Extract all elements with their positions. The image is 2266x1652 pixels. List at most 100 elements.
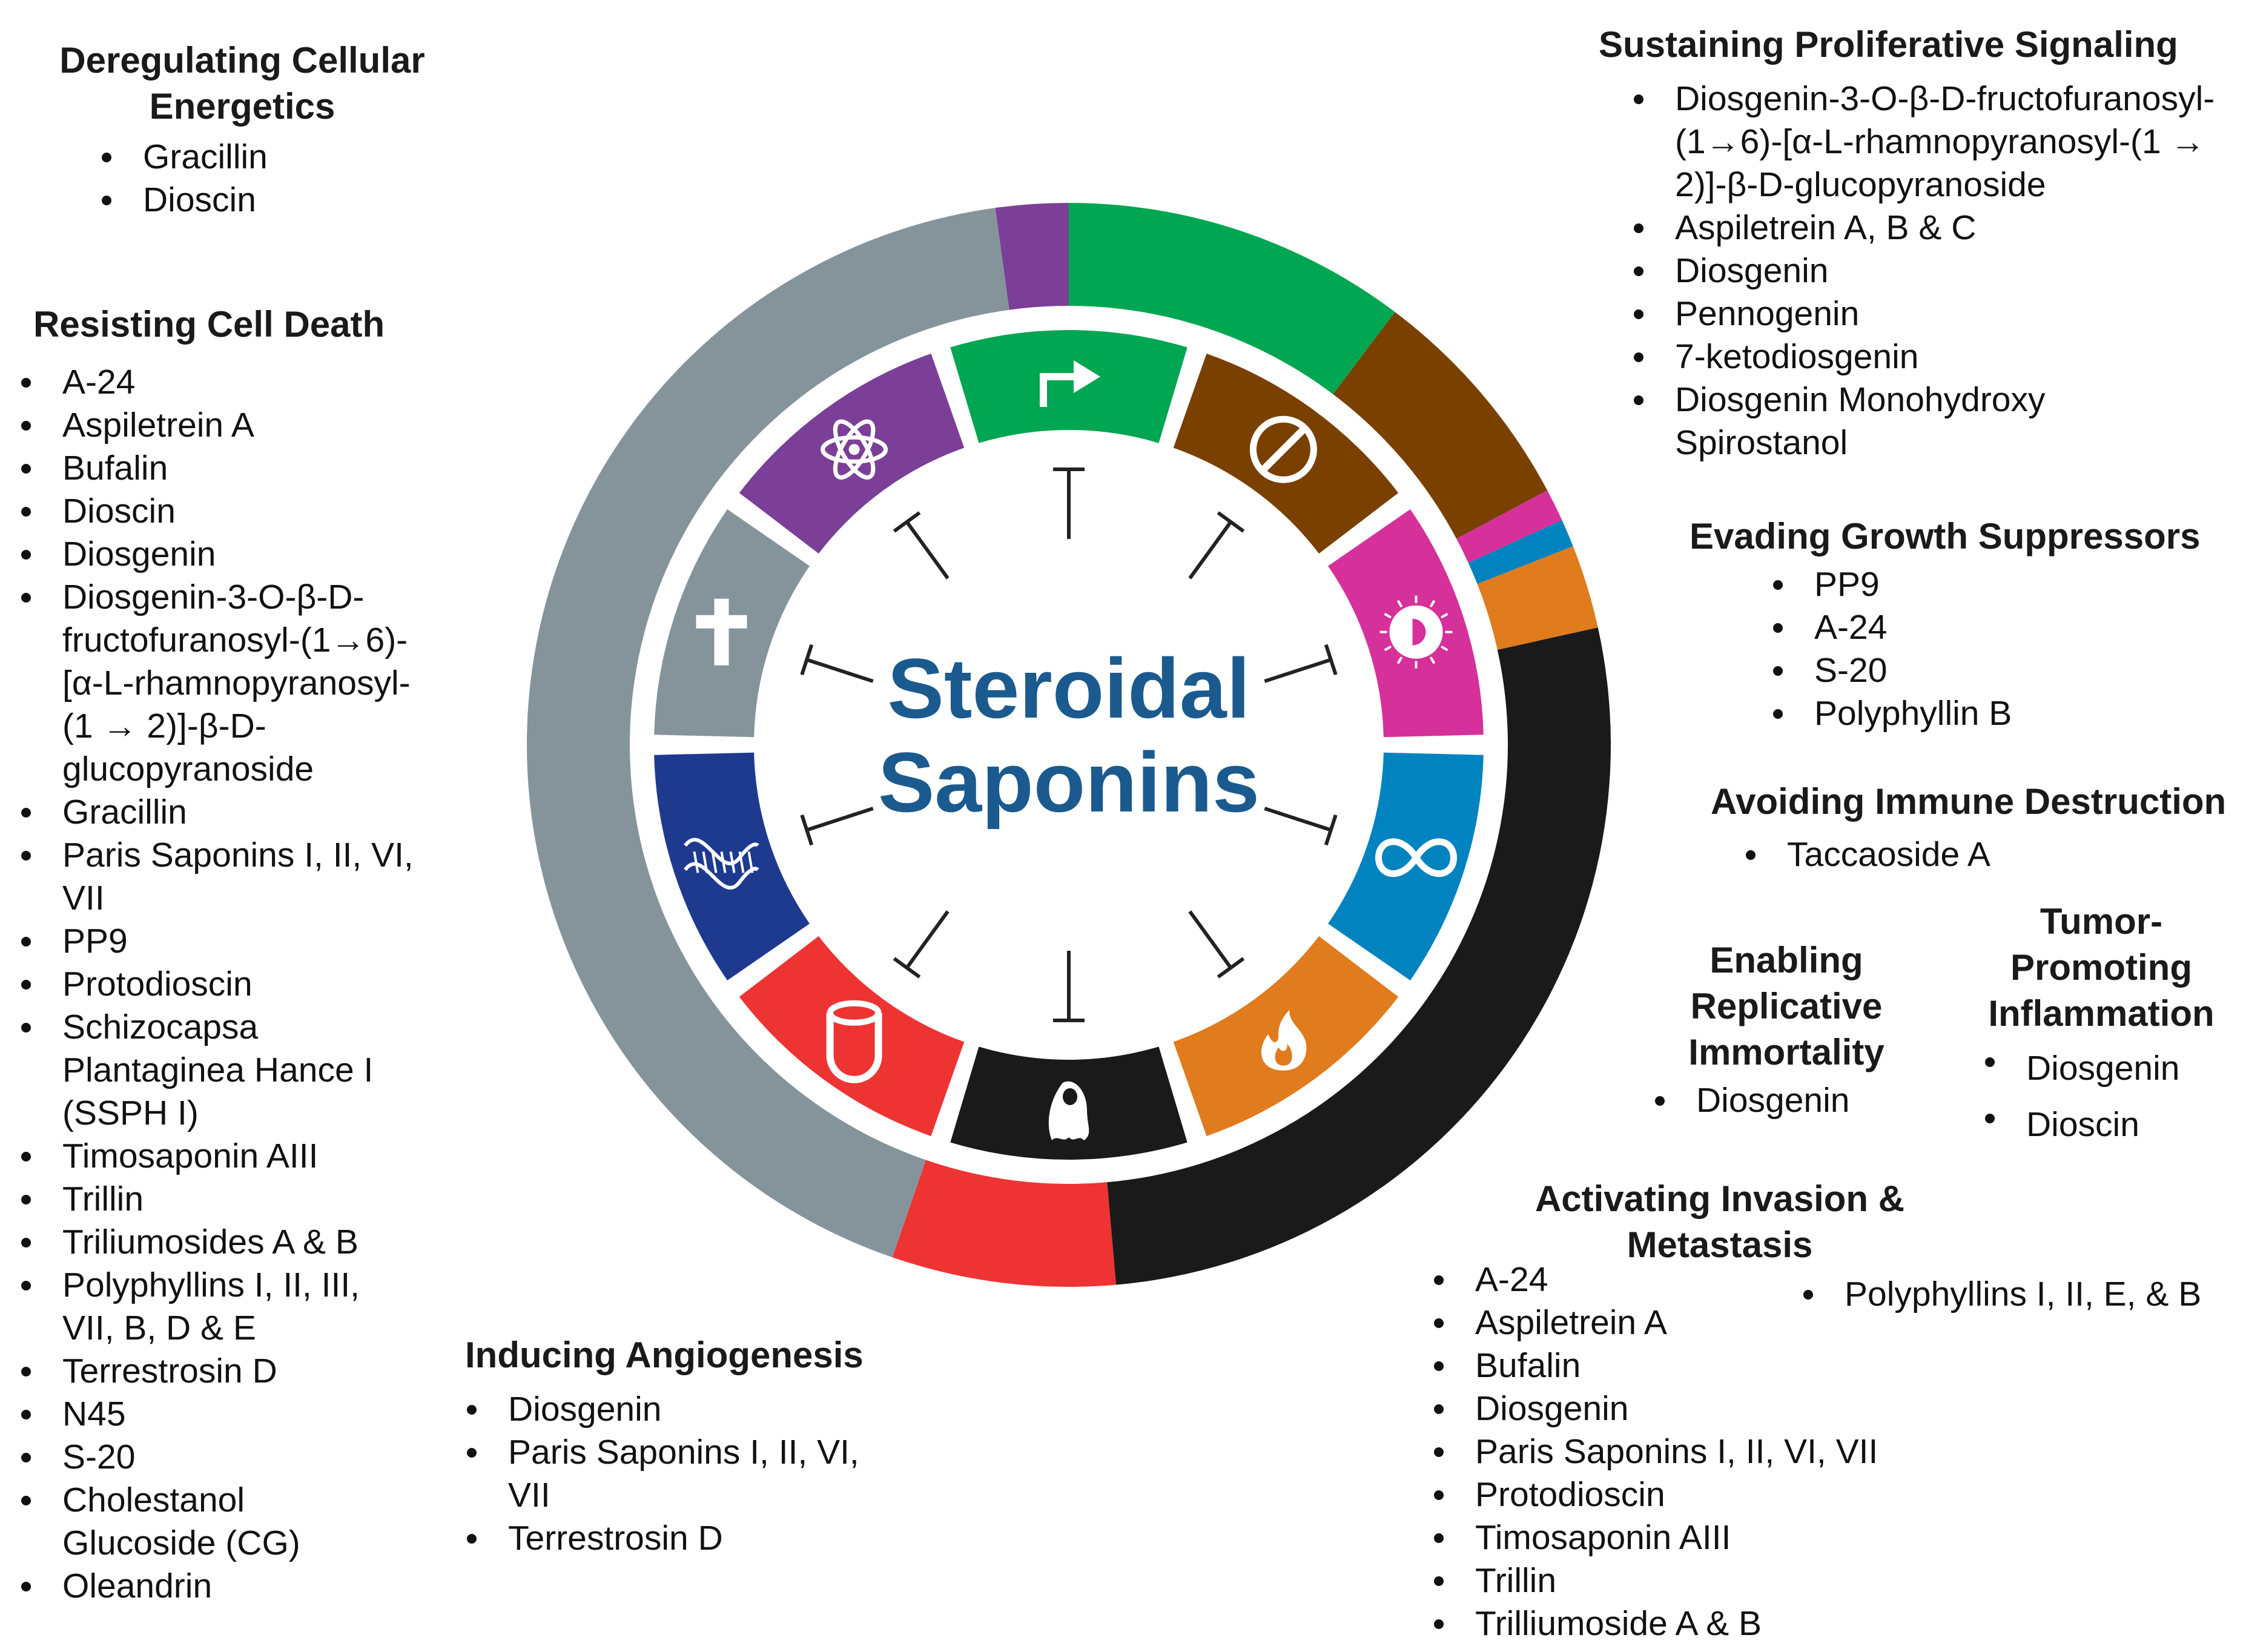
list-item: Bufalin	[16, 447, 469, 490]
center-title-line-2: Saponins	[878, 735, 1260, 830]
list-item: A-24	[1768, 606, 2265, 649]
inhibitor-symbol	[893, 910, 950, 979]
list-item: Terrestrosin D	[16, 1350, 469, 1393]
outer-ring	[526, 203, 1611, 1287]
section-title: Sustaining Proliferative Signaling	[1599, 24, 2178, 65]
list-item: Diosgenin	[1429, 1387, 1914, 1430]
list-item: Aspiletrein A	[1429, 1301, 1914, 1344]
inhibitor-symbol	[1188, 511, 1245, 580]
inner-segment-growth-suppressors	[1173, 353, 1399, 554]
list-item: Protodioscin	[1429, 1473, 1914, 1516]
inhibitor-symbol	[1188, 910, 1245, 979]
inhibitor-symbol	[1053, 468, 1085, 539]
outer-segment-energetics	[995, 203, 1069, 310]
list-item: N45	[16, 1393, 469, 1436]
list-item: Pennogenin	[1629, 292, 2265, 335]
immune-cell-icon	[1379, 595, 1453, 669]
section-title: Avoiding Immune Destruction	[1711, 781, 2227, 822]
list-item: Paris Saponins I, II, VI,VII	[16, 834, 469, 920]
list-item: Diosgenin-3-O-β-D-fructofuranosyl-(1→6)-…	[1629, 78, 2265, 206]
section-growth-suppressors: Evading Growth Suppressors PP9 A-24 S-20…	[1690, 514, 2265, 735]
list-item: Diosgenin	[462, 1388, 925, 1431]
list-item: Diosgenin	[16, 533, 469, 576]
inhibitor-symbol	[893, 511, 950, 580]
outer-segment-immune	[1456, 490, 1562, 563]
atom-icon	[821, 419, 888, 480]
section-title: Resisting Cell Death	[33, 304, 385, 345]
outer-segment-proliferative	[1069, 203, 1395, 394]
list-item: Trilliumoside A & B	[1429, 1602, 1914, 1645]
section-immune: Avoiding Immune Destruction Taccaoside A	[1711, 779, 2265, 876]
list-item: PP9	[1768, 563, 2265, 606]
list-item: Paris Saponins I, II, VI, VII	[1429, 1430, 1914, 1473]
section-title: Activating Invasion &Metastasis	[1534, 1178, 1905, 1265]
list-item: Polyphyllins I, II, III,VII, B, D & E	[16, 1264, 469, 1350]
list-item: Dioscin	[16, 490, 469, 533]
list-item: Timosaponin AIII	[1429, 1516, 1914, 1559]
inhibitor-symbol	[800, 644, 874, 683]
list-item: Aspiletrein A, B & C	[1629, 206, 2265, 249]
infinity-icon	[1375, 838, 1458, 877]
outer-segment-inflammation	[1477, 546, 1598, 650]
list-item: Diosgenin-3-O-β-D-fructofuranosyl-(1→6)-…	[16, 576, 469, 791]
dna-icon	[684, 838, 759, 890]
section-title: Evading Growth Suppressors	[1690, 516, 2201, 557]
list-item: Paris Saponins I, II, VI,VII	[462, 1431, 925, 1517]
list-item: S-20	[1768, 649, 2265, 692]
inhibitor-symbol	[1264, 644, 1338, 683]
list-item: PP9	[16, 920, 469, 963]
icons-layer	[684, 360, 1458, 1140]
list-item: Bufalin	[1429, 1344, 1914, 1387]
outer-segment-cell-death	[526, 208, 1009, 1258]
list-item: Timosaponin AIII	[16, 1135, 469, 1178]
list-item: Triliumosides A & B	[16, 1221, 469, 1264]
outer-segment-invasion	[1107, 627, 1611, 1285]
list-item: Polyphyllins I, II, E, & B	[1799, 1273, 2265, 1316]
outer-segment-immortality	[1468, 520, 1573, 584]
list-item: Protodioscin	[16, 963, 469, 1006]
list-item: Taccaoside A	[1741, 833, 2265, 876]
inhibitor-symbol	[800, 807, 874, 846]
blood-vessel-icon	[826, 1000, 882, 1083]
list-item: Polyphyllin B	[1768, 692, 2265, 735]
cross-icon	[696, 598, 747, 666]
list-item: S-20	[16, 1436, 469, 1479]
list-item: Trillin	[1429, 1559, 1914, 1602]
flame-icon	[1261, 1009, 1307, 1071]
list-item: Aspiletrein A	[16, 404, 469, 447]
no-entry-icon	[1249, 415, 1317, 483]
section-invasion: Activating Invasion &Metastasis A-24 Asp…	[1429, 1176, 2265, 1643]
inner-segment-angiogenesis	[739, 936, 965, 1137]
inner-segment-proliferative	[950, 329, 1188, 443]
list-item: Diosgenin	[1629, 249, 2265, 292]
section-title: Inducing Angiogenesis	[465, 1335, 864, 1375]
inhibitor-symbols	[800, 468, 1338, 1022]
list-item: Trillin	[16, 1178, 469, 1221]
outer-segment-angiogenesis	[892, 1160, 1117, 1287]
list-item: A-24	[1429, 1258, 1914, 1301]
inhibitor-symbol	[1053, 951, 1085, 1022]
list-item: Gracillin	[97, 136, 448, 179]
list-item: A-24	[16, 361, 469, 404]
list-item: Dioscin	[97, 179, 448, 222]
inner-segment-genome	[654, 752, 810, 980]
list-item: Diosgenin	[1650, 1079, 1944, 1122]
list-item: Diosgenin	[1980, 1040, 2241, 1097]
arrow-icon	[1040, 360, 1100, 407]
inhibitor-symbol	[1264, 807, 1338, 846]
list-item: Dioscin	[1980, 1097, 2241, 1153]
list-item: Terrestrosin D	[462, 1517, 925, 1560]
center-title-line-1: Steroidal	[887, 641, 1250, 736]
